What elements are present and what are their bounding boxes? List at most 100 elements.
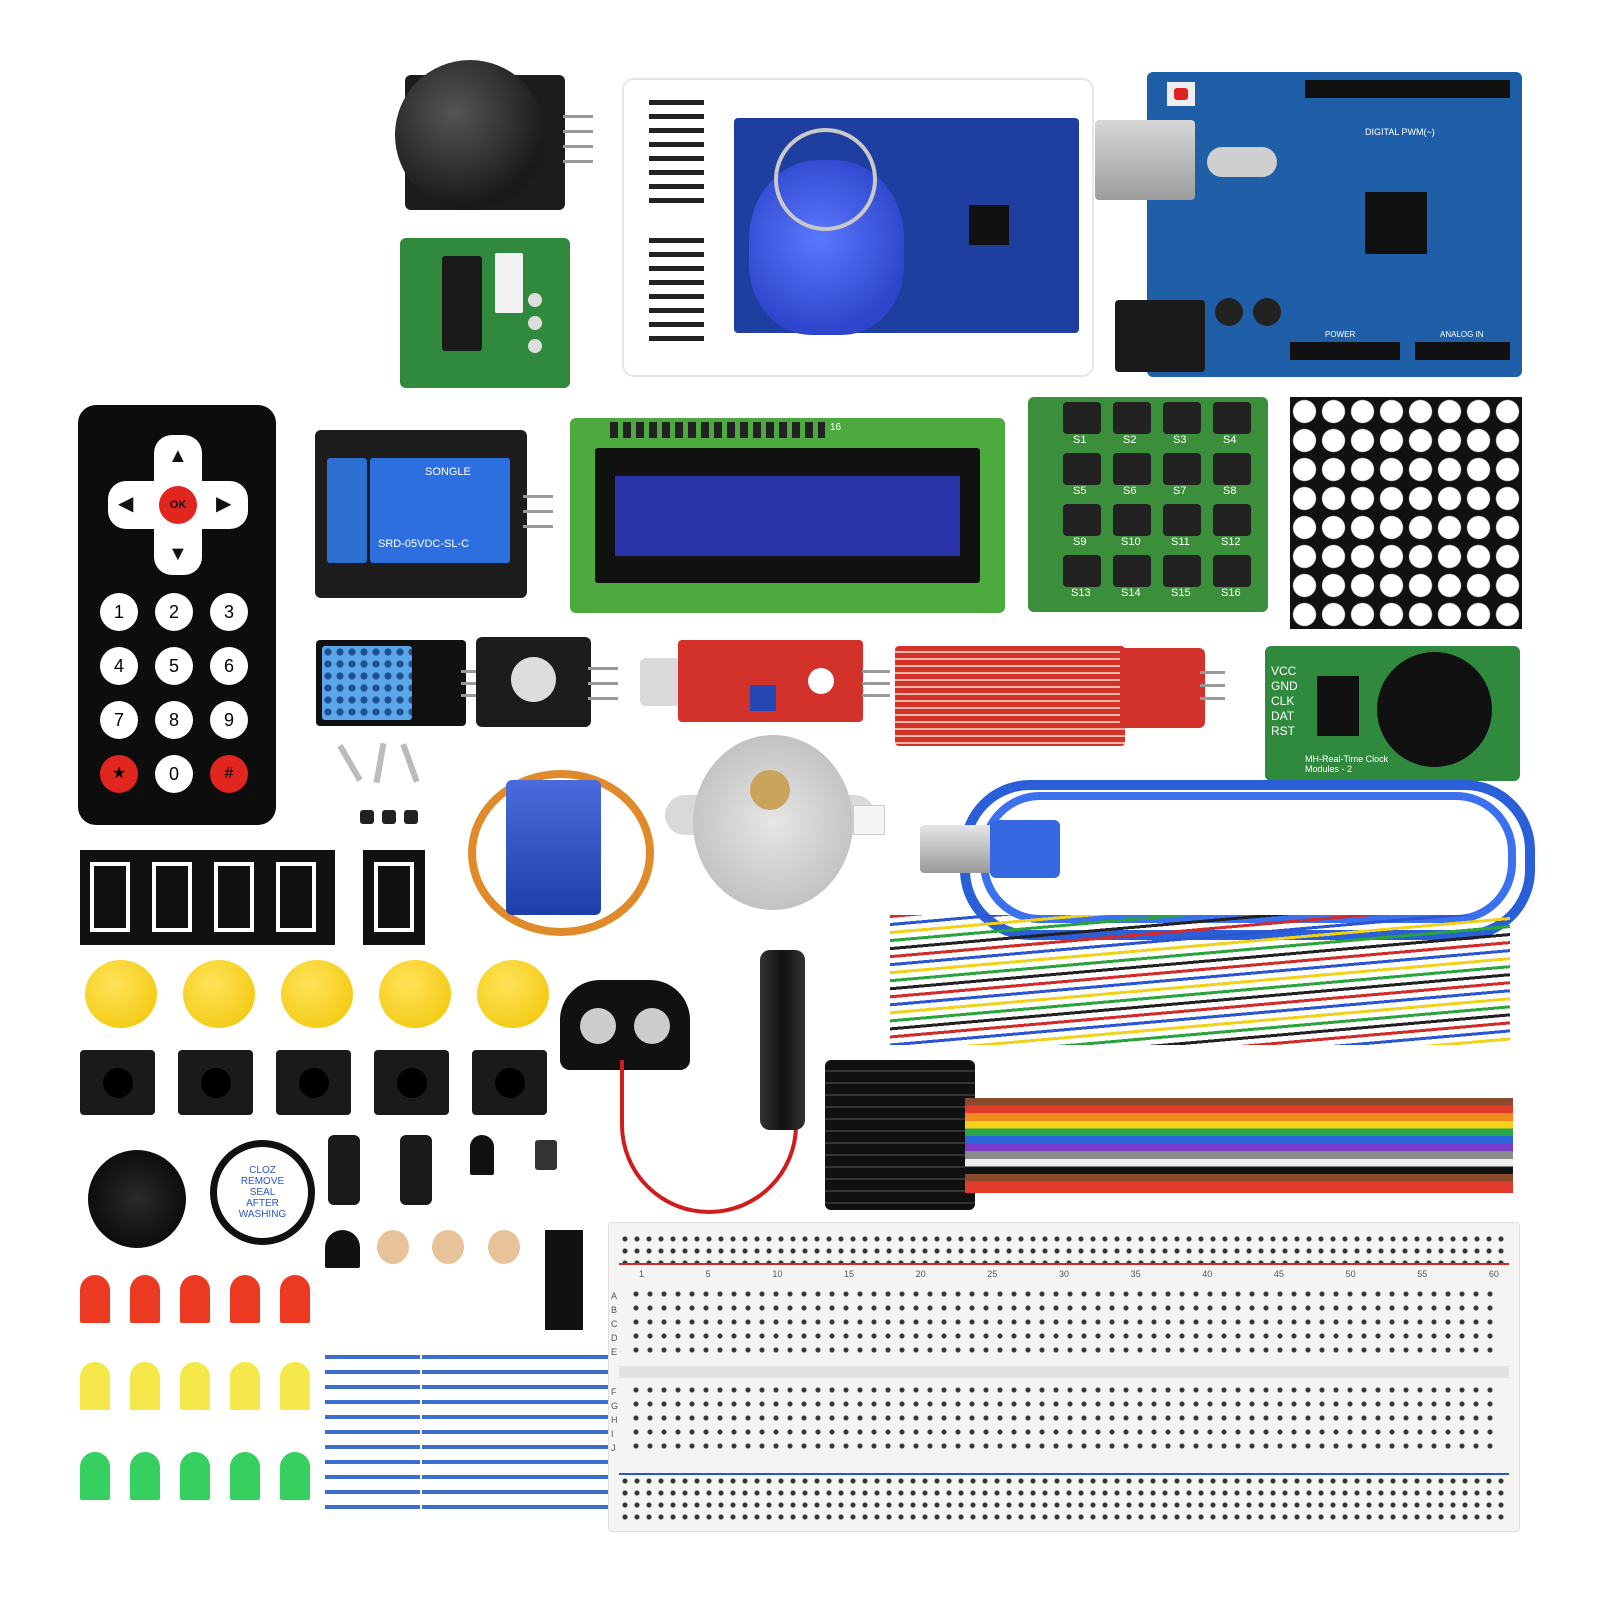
keypad-key: S6 <box>1113 453 1163 504</box>
electrolytic-capacitor <box>328 1135 360 1205</box>
led-yellow <box>180 1362 210 1410</box>
segment-digit-icon <box>152 862 192 932</box>
ir-led <box>470 1135 494 1175</box>
battery-holder <box>1377 652 1492 767</box>
header-pins <box>649 238 704 348</box>
ic-chip <box>545 1230 583 1330</box>
column-number: 10 <box>772 1269 783 1279</box>
dht11-pin <box>461 682 486 685</box>
usb-connector <box>920 825 995 873</box>
lcd-screen <box>615 476 960 556</box>
keypad-key: S8 <box>1213 453 1263 504</box>
mount-hole <box>808 668 834 694</box>
seven-segment-4digit <box>80 850 335 945</box>
breadboard: 1 5 10 15 20 25 30 35 40 45 50 55 60 A B… <box>608 1222 1520 1532</box>
sound-pin <box>862 682 890 685</box>
remote-key: 7 <box>100 701 138 739</box>
battery-wire <box>620 1060 798 1214</box>
ribbon-wires <box>965 1098 1513 1193</box>
relay-brand: SONGLE <box>425 466 471 478</box>
row-letter: E <box>611 1347 618 1357</box>
dht11-module <box>316 640 486 726</box>
ok-button: OK <box>159 486 197 524</box>
rtc-module: VCC GND CLK DAT RST MH-Real-Time Clock M… <box>1265 646 1520 781</box>
relay-model: SRD-05VDC-SL-C <box>378 538 470 550</box>
electrolytic-capacitor <box>400 1135 432 1205</box>
joystick-pin <box>563 115 593 118</box>
led-red <box>80 1275 110 1323</box>
row-letter: J <box>611 1443 616 1453</box>
terminal-strip-bottom <box>629 1383 1499 1455</box>
row-letters-bottom: F G H I J <box>611 1385 623 1455</box>
rtc-pin-labels: VCC GND CLK DAT RST <box>1271 664 1298 739</box>
remote-key: 4 <box>100 647 138 685</box>
rfid-kit <box>622 78 1094 377</box>
reset-button <box>1167 82 1195 106</box>
relay-terminal <box>327 458 367 563</box>
joystick-pin <box>563 130 593 133</box>
servo-motor <box>468 740 654 936</box>
photoresistor <box>432 1230 464 1264</box>
analog-header <box>1415 342 1510 360</box>
column-number: 45 <box>1273 1269 1284 1279</box>
driver-led <box>528 316 542 330</box>
column-number: 55 <box>1417 1269 1428 1279</box>
rtc-pin: DAT <box>1271 709 1295 723</box>
rtc-pin: RST <box>1271 724 1295 738</box>
digital-label: DIGITAL PWM(~) <box>1365 127 1435 137</box>
rtc-chip <box>1317 676 1359 736</box>
row-letter: F <box>611 1387 617 1397</box>
dupont-ribbon-cable <box>825 1060 1515 1210</box>
rtc-pin: VCC <box>1271 664 1297 678</box>
led-yellow <box>80 1362 110 1410</box>
keypad-key: S14 <box>1113 555 1163 606</box>
keypad-key: S2 <box>1113 402 1163 453</box>
row-letter: D <box>611 1333 618 1343</box>
sticker-line: REMOVE <box>240 1176 285 1187</box>
column-number: 60 <box>1488 1269 1499 1279</box>
keypad-key: S5 <box>1063 453 1113 504</box>
sticker-line: AFTER <box>246 1198 279 1209</box>
joystick-module <box>395 60 593 220</box>
keypad-key: S3 <box>1163 402 1213 453</box>
digital-header <box>1305 80 1510 98</box>
keypad-key: S7 <box>1163 453 1213 504</box>
row-letter: G <box>611 1401 619 1411</box>
segment-digit-icon <box>276 862 316 932</box>
sound-sensor-pcb <box>678 640 863 722</box>
sticker-line: WASHING <box>238 1209 287 1220</box>
led-green <box>180 1452 210 1500</box>
water-pin <box>1200 671 1225 674</box>
column-number: 25 <box>987 1269 998 1279</box>
photoresistor <box>488 1230 520 1264</box>
remote-key: 5 <box>155 647 193 685</box>
right-arrow-icon: ▶ <box>216 493 232 515</box>
stepper-connector <box>853 805 885 835</box>
power-jack <box>1115 300 1205 372</box>
button-cap <box>85 960 157 1028</box>
tactile-switch <box>178 1050 253 1115</box>
remote-key: 6 <box>210 647 248 685</box>
microphone <box>640 658 682 706</box>
segment-digit-icon <box>214 862 254 932</box>
column-numbers: 1 5 10 15 20 25 30 35 40 45 50 55 60 <box>639 1269 1499 1283</box>
led-yellow <box>230 1362 260 1410</box>
resistor-set <box>515 1345 610 1515</box>
keypad-key: S4 <box>1213 402 1263 453</box>
remote-key: 0 <box>155 755 193 793</box>
rtc-caption: MH-Real-Time Clock Modules - 2 <box>1305 754 1389 774</box>
sound-sensor-module <box>640 640 890 722</box>
center-channel <box>619 1366 1509 1378</box>
remote-key-star: ★ <box>100 755 138 793</box>
led-dot-matrix <box>1290 397 1522 629</box>
dht11-pin <box>461 694 486 697</box>
dc-plug <box>760 950 805 1130</box>
servo-body <box>506 780 601 915</box>
joystick-knob <box>395 60 545 210</box>
power-header <box>1290 342 1400 360</box>
rfid-key-ring <box>774 128 877 231</box>
remote-key: 3 <box>210 593 248 631</box>
sensor-pin <box>588 667 618 670</box>
sticker-line: SEAL <box>249 1187 276 1198</box>
column-number: 40 <box>1202 1269 1213 1279</box>
